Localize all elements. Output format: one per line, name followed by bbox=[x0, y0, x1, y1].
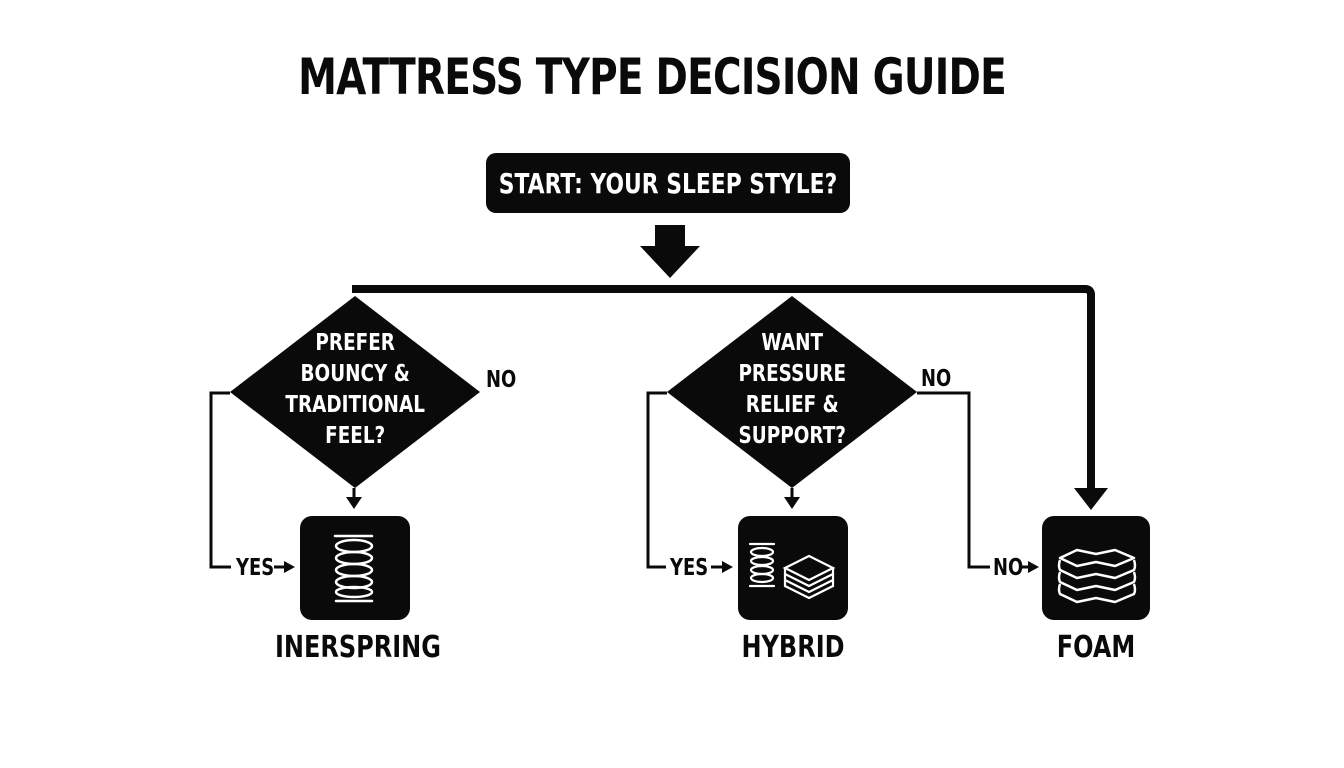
decision-2-text: WANT PRESSURE RELIEF & SUPPORT? bbox=[738, 330, 846, 449]
result-foam-label: FOAM bbox=[1056, 630, 1136, 665]
decision-1: PREFER BOUNCY & TRADITIONAL FEEL? bbox=[255, 328, 455, 452]
result-hybrid bbox=[738, 516, 848, 620]
decision-1-no-label: NO bbox=[486, 367, 517, 393]
start-node: START: YOUR SLEEP STYLE? bbox=[486, 153, 850, 213]
decision-2: WANT PRESSURE RELIEF & SUPPORT? bbox=[692, 328, 892, 452]
foam-down-arrow-icon bbox=[1074, 488, 1108, 510]
result-hybrid-label: HYBRID bbox=[741, 630, 845, 665]
main-branch-line bbox=[352, 285, 1095, 490]
innerspring-yes-label: YES bbox=[236, 555, 275, 581]
spring-coil-icon bbox=[333, 534, 374, 603]
decision-diamond-2 bbox=[667, 296, 917, 488]
coil-and-layers-icon bbox=[748, 542, 836, 600]
hybrid-yes-label: YES bbox=[670, 555, 709, 581]
d1-yes-arrow-icon bbox=[284, 561, 295, 573]
d2-no-arrow-icon bbox=[1028, 561, 1039, 573]
d1-yes-line bbox=[209, 391, 231, 569]
d2-down-arrow-icon bbox=[784, 497, 800, 509]
decision-1-text: PREFER BOUNCY & TRADITIONAL FEEL? bbox=[285, 330, 425, 449]
start-down-arrow-icon bbox=[640, 225, 700, 278]
result-innerspring bbox=[300, 516, 410, 620]
decision-2-no-label: NO bbox=[921, 366, 952, 392]
start-label: START: YOUR SLEEP STYLE? bbox=[498, 166, 838, 200]
result-innerspring-label: INERSPRING bbox=[275, 630, 441, 665]
d2-no-line bbox=[917, 391, 990, 569]
d2-yes-arrow-icon bbox=[722, 561, 733, 573]
foam-layers-icon bbox=[1057, 548, 1137, 604]
page-title: MATTRESS TYPE DECISION GUIDE bbox=[298, 48, 1007, 106]
d2-yes-line bbox=[646, 391, 667, 569]
decision-diamond-1 bbox=[230, 296, 480, 488]
d1-down-arrow-icon bbox=[346, 497, 362, 509]
result-foam bbox=[1042, 516, 1150, 620]
foam-no-label: NO bbox=[993, 555, 1024, 581]
